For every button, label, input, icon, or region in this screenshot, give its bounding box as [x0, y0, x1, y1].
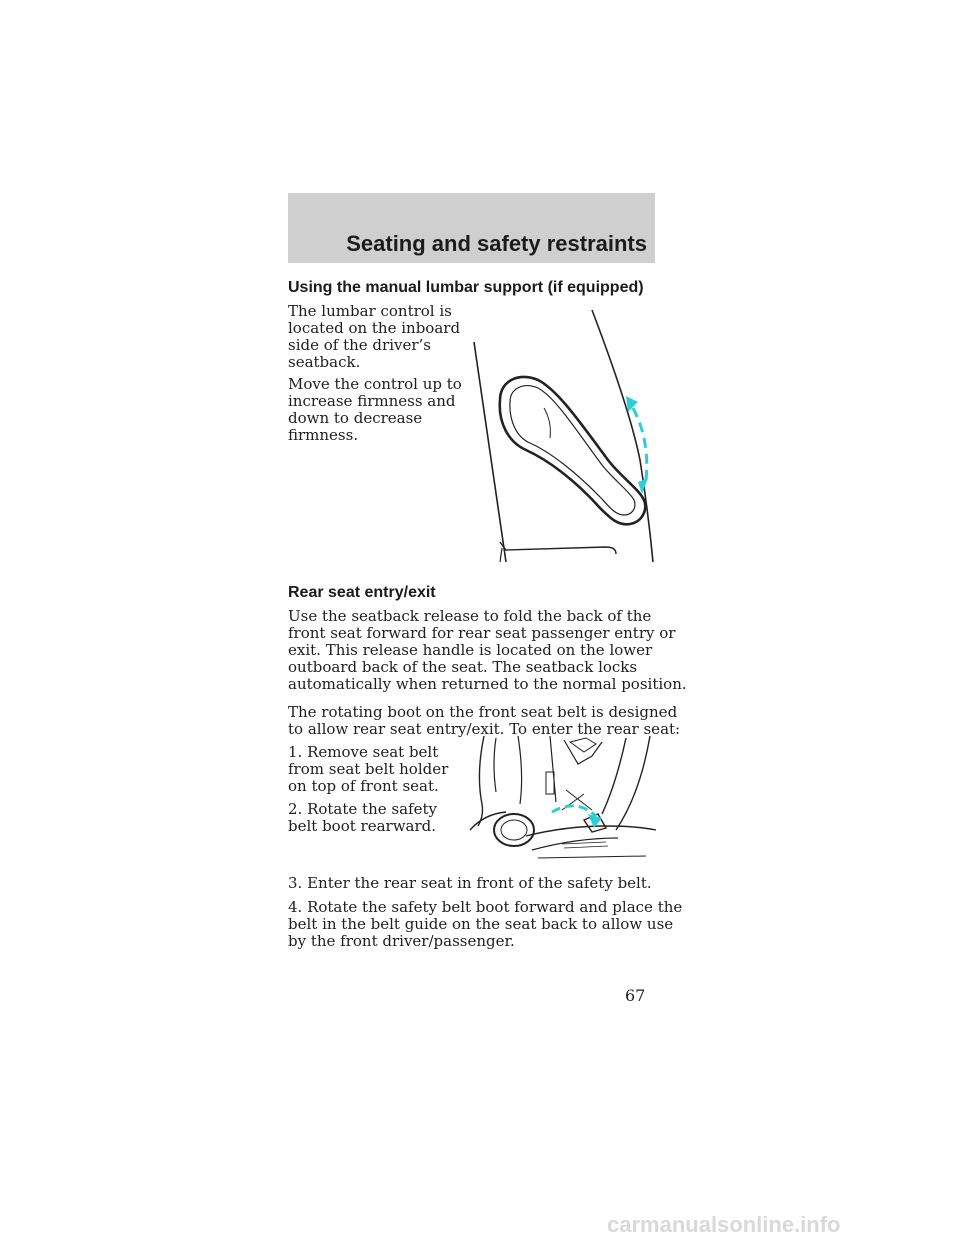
- page-number: 67: [625, 986, 646, 1005]
- belt-strap-line: [601, 737, 627, 815]
- seat-cushion-line: [469, 811, 507, 831]
- seat-base-knob: [493, 813, 535, 847]
- lumbar-paragraph-instructions: Move the control up to increase firmness…: [288, 375, 462, 444]
- belt-line-center: [549, 735, 557, 803]
- belt-holder-outline: [568, 737, 597, 753]
- seatback-edge-line: [473, 341, 507, 563]
- sill-middle-line: [531, 837, 619, 851]
- sill-top-line: [525, 825, 657, 837]
- section-title: Seating and safety restraints: [346, 231, 647, 256]
- belt-line-left: [517, 735, 523, 805]
- release-handle: [545, 771, 555, 795]
- rear-seat-step-4: 4. Rotate the safety belt boot forward a…: [288, 898, 683, 950]
- watermark-text: carmanualsonline.info: [607, 1212, 841, 1237]
- door-pillar-line: [615, 735, 651, 831]
- lever-highlight: [543, 407, 551, 439]
- sill-bottom-line: [537, 855, 647, 859]
- seat-trim-line: [499, 541, 617, 555]
- arrow-down-icon: [638, 478, 648, 494]
- rear-seat-paragraph-boot: The rotating boot on the front seat belt…: [288, 703, 681, 738]
- seat-trim-edge: [499, 547, 503, 563]
- section-header-band: Seating and safety restraints: [288, 193, 655, 263]
- adjust-direction-dashed-arc: [631, 407, 649, 481]
- rear-seat-step-3: 3. Enter the rear seat in front of the s…: [288, 874, 652, 892]
- sill-grille: [561, 841, 609, 849]
- lumbar-lever-outer: [498, 375, 647, 526]
- rear-seat-paragraph-release: Use the seatback release to fold the bac…: [288, 607, 687, 693]
- arrow-up-icon: [626, 396, 638, 412]
- lumbar-lever-inner: [509, 385, 636, 516]
- seatback-curve-line: [591, 309, 654, 563]
- seat-side-line: [477, 735, 485, 827]
- rear-seat-step-2: 2. Rotate the safety belt boot rearward.: [288, 800, 437, 835]
- lumbar-heading: Using the manual lumbar support (if equi…: [288, 279, 644, 296]
- seat-base-knob-inner: [500, 819, 528, 841]
- seat-fold-line: [493, 737, 497, 793]
- rotate-arrow-icon: [588, 814, 602, 828]
- lumbar-paragraph-location: The lumbar control is located on the inb…: [288, 302, 461, 371]
- rotation-dashed-arc: [551, 804, 598, 818]
- rear-seat-heading: Rear seat entry/exit: [288, 584, 436, 601]
- rear-seat-step-1: 1. Remove seat belt from seat belt holde…: [288, 743, 449, 795]
- belt-boot-illustration: [469, 735, 657, 859]
- headrest-outline: [563, 739, 603, 765]
- lumbar-control-illustration: [473, 309, 654, 563]
